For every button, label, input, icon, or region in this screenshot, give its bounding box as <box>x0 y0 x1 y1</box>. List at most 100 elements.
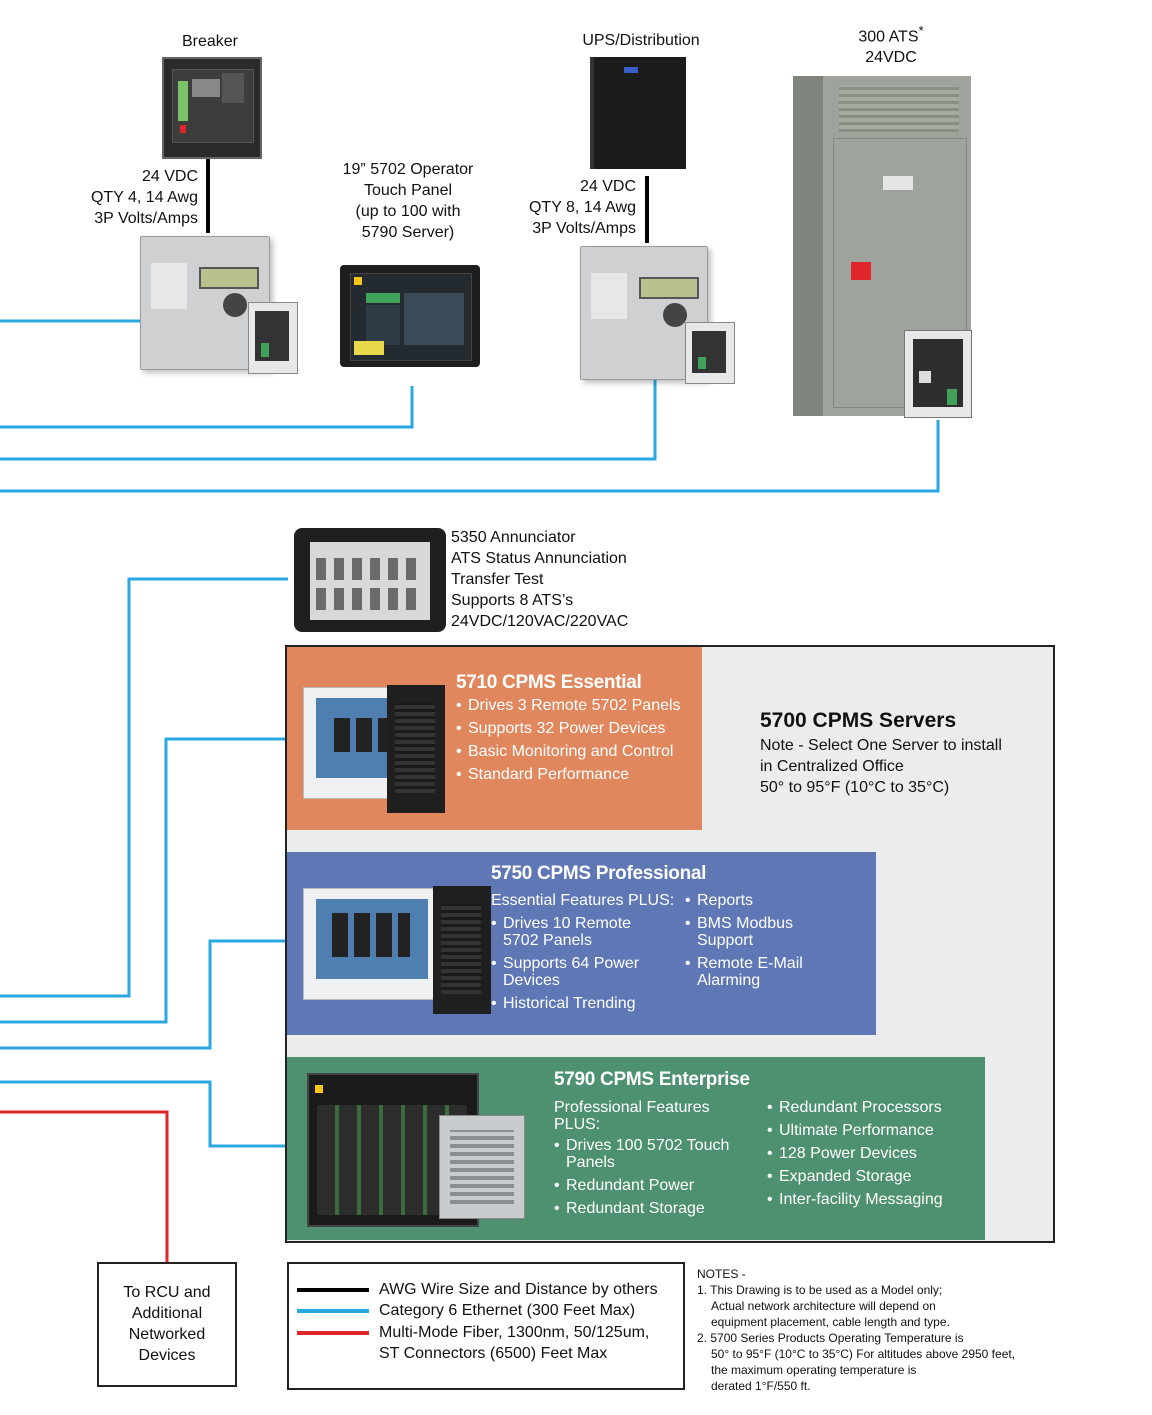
enterprise-bullet: Expanded Storage <box>767 1168 977 1185</box>
professional-intro: Essential Features PLUS: <box>491 892 675 909</box>
enterprise-bullet: Drives 100 5702 Touch Panels <box>554 1137 754 1171</box>
annunciator-line: 5350 Annunciator <box>451 529 576 546</box>
annunciator-line: ATS Status Annunciation <box>451 550 627 567</box>
rcu-line: Devices <box>138 1347 196 1364</box>
essential-bullet: Basic Monitoring and Control <box>456 743 696 760</box>
professional-bullet: BMS Modbus Support <box>685 915 845 949</box>
professional-bullet: Drives 10 Remote 5702 Panels <box>491 915 671 949</box>
servers-note-line: 50° to 95°F (10°C to 35°C) <box>760 779 950 796</box>
professional-bullets-left: Drives 10 Remote 5702 Panels Supports 64… <box>491 915 671 1018</box>
servers-heading: 5700 CPMS Servers Note - Select One Serv… <box>760 707 1050 798</box>
fiber-line-rcu <box>0 1110 169 1262</box>
note-line: 1. This Drawing is to be used as a Model… <box>697 1283 943 1297</box>
tile-enterprise: 5790 CPMS Enterprise Professional Featur… <box>287 1057 985 1240</box>
ats-label-model: 300 ATS <box>858 28 919 46</box>
legend-label-ethernet: Category 6 Ethernet (300 Feet Max) <box>379 1302 636 1319</box>
wiring-spec-line: QTY 8, 14 Awg <box>528 199 636 216</box>
professional-bullets-right: Reports BMS Modbus Support Remote E-Mail… <box>685 892 845 995</box>
note-line: equipment placement, cable length and ty… <box>711 1315 950 1329</box>
enterprise-bullet: Inter-facility Messaging <box>767 1191 977 1208</box>
legend-label-fiber-cont: ST Connectors (6500) Feet Max <box>379 1345 608 1362</box>
essential-bullet: Supports 32 Power Devices <box>456 720 696 737</box>
servers-note-line: in Centralized Office <box>760 758 904 775</box>
ats-cabinet-image <box>793 76 971 416</box>
enterprise-bullet: Ultimate Performance <box>767 1122 977 1139</box>
ethernet-line-essential <box>0 737 288 1024</box>
annunciator-line: Transfer Test <box>451 571 544 588</box>
tile-essential: 5710 CPMS Essential Drives 3 Remote 5702… <box>287 647 702 830</box>
annunciator-line: Supports 8 ATS’s <box>451 592 574 609</box>
servers-note-line: Note - Select One Server to install <box>760 737 1002 754</box>
touch-panel-label-line: (up to 100 with <box>355 203 461 220</box>
note-line: 2. 5700 Series Products Operating Temper… <box>697 1331 964 1345</box>
ats-label-voltage: 24VDC <box>865 49 917 67</box>
rcu-line: To RCU and <box>123 1284 211 1301</box>
essential-bullet: Standard Performance <box>456 766 696 783</box>
professional-bullet: Reports <box>685 892 845 909</box>
ups-io-module-image <box>685 322 735 384</box>
annunciator-image <box>294 528 446 632</box>
essential-bullet: Drives 3 Remote 5702 Panels <box>456 697 696 714</box>
legend-swatch-awg <box>297 1288 369 1292</box>
legend-swatch-fiber <box>297 1331 369 1335</box>
breaker-io-module-image <box>248 302 298 374</box>
ups-label: UPS/Distribution <box>582 32 700 49</box>
professional-title: 5750 CPMS Professional <box>491 863 707 884</box>
legend-swatch-ethernet <box>297 1309 369 1313</box>
notes-heading: NOTES - <box>697 1267 746 1281</box>
enterprise-bullet: Redundant Storage <box>554 1200 754 1217</box>
touch-panel-label-line: 19” 5702 Operator <box>342 161 474 178</box>
enterprise-server-image <box>439 1115 525 1219</box>
ats-label: 300 ATS* 24VDC <box>836 20 946 68</box>
ethernet-line-ups <box>0 374 657 461</box>
professional-bullet: Supports 64 Power Devices <box>491 955 671 989</box>
notes: NOTES - 1. This Drawing is to be used as… <box>697 1266 1147 1394</box>
wiring-spec-line: 24 VDC <box>579 178 636 195</box>
enterprise-bullets-right: Redundant Processors Ultimate Performanc… <box>767 1099 977 1214</box>
enterprise-bullet: Redundant Processors <box>767 1099 977 1116</box>
wiring-spec-line: 24 VDC <box>141 168 198 185</box>
enterprise-title: 5790 CPMS Enterprise <box>554 1069 750 1090</box>
rcu-box: To RCU and Additional Networked Devices <box>97 1262 237 1387</box>
note-line: 50° to 95°F (10°C to 35°C) For altitudes… <box>711 1347 1016 1361</box>
enterprise-intro: Professional Features PLUS: <box>554 1099 710 1133</box>
rcu-line: Additional <box>131 1305 203 1322</box>
rcu-line: Networked <box>128 1326 206 1343</box>
wiring-spec-line: 3P Volts/Amps <box>94 210 198 227</box>
ethernet-line-ats <box>0 420 940 493</box>
professional-server-tower-image <box>433 886 491 1014</box>
annunciator-line: 24VDC/120VAC/220VAC <box>451 613 629 630</box>
professional-bullet: Historical Trending <box>491 995 671 1012</box>
note-line: the maximum operating temperature is <box>711 1363 917 1377</box>
wiring-spec-line: QTY 4, 14 Awg <box>90 189 198 206</box>
wiring-spec-line: 3P Volts/Amps <box>532 220 636 237</box>
enterprise-bullets-left: Drives 100 5702 Touch Panels Redundant P… <box>554 1137 754 1223</box>
tile-professional: 5750 CPMS Professional Essential Feature… <box>287 852 876 1035</box>
legend-label-awg: AWG Wire Size and Distance by others <box>379 1281 658 1298</box>
ats-asterisk: * <box>918 23 924 38</box>
ups-wiring-spec: 24 VDC QTY 8, 14 Awg 3P Volts/Amps <box>480 176 636 239</box>
touch-panel-label-line: 5790 Server) <box>361 224 455 241</box>
professional-bullet: Remote E-Mail Alarming <box>685 955 845 989</box>
essential-server-tower-image <box>387 685 445 813</box>
ethernet-line-enterprise <box>0 1080 288 1148</box>
ups-image <box>590 57 686 169</box>
touch-panel-label-line: Touch Panel <box>363 182 453 199</box>
ethernet-line-touch-panel <box>0 386 414 429</box>
ats-io-module-image <box>904 330 972 418</box>
enterprise-bullet: Redundant Power <box>554 1177 754 1194</box>
enterprise-bullet: 128 Power Devices <box>767 1145 977 1162</box>
essential-title: 5710 CPMS Essential <box>456 672 642 693</box>
professional-monitor-image <box>303 888 445 1000</box>
breaker-image <box>162 57 262 159</box>
essential-bullets: Drives 3 Remote 5702 Panels Supports 32 … <box>456 697 696 789</box>
breaker-label: Breaker <box>181 33 239 50</box>
ethernet-line-annunciator <box>0 577 288 998</box>
breaker-wiring-spec: 24 VDC QTY 4, 14 Awg 3P Volts/Amps <box>40 166 198 229</box>
ethernet-line-professional <box>0 939 288 1050</box>
note-line: Actual network architecture will depend … <box>711 1299 936 1313</box>
legend: AWG Wire Size and Distance by others Cat… <box>287 1262 685 1390</box>
touch-panel-label: 19” 5702 Operator Touch Panel (up to 100… <box>318 159 498 243</box>
servers-title: 5700 CPMS Servers <box>760 709 957 732</box>
